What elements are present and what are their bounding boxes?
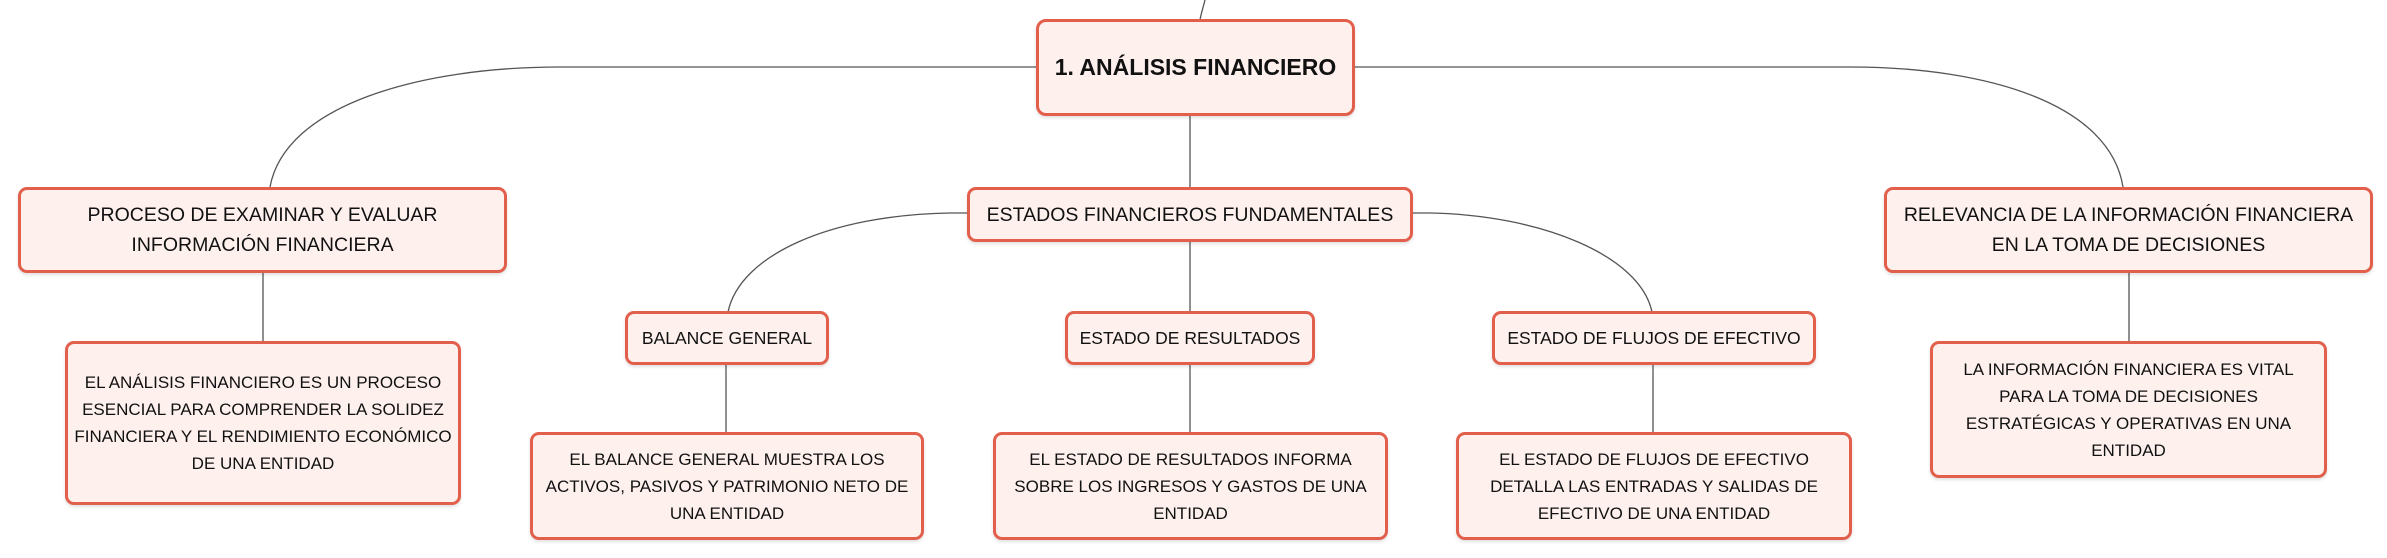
node-proceso-detalle-label: EL ANÁLISIS FINANCIERO ES UN PROCESO ESE…	[74, 373, 452, 473]
node-root[interactable]: 1. ANÁLISIS FINANCIERO	[1036, 19, 1355, 116]
connector-estados-balance	[727, 212, 967, 313]
node-root-label: 1. ANÁLISIS FINANCIERO	[1054, 54, 1337, 80]
node-proceso-label: PROCESO DE EXAMINAR Y EVALUAR INFORMACIÓ…	[87, 204, 438, 256]
connector-root-relevancia	[1355, 66, 2124, 188]
node-resultados-detalle-label: EL ESTADO DE RESULTADOS INFORMA SOBRE LO…	[1014, 449, 1367, 523]
node-relevancia-detalle[interactable]: LA INFORMACIÓN FINANCIERA ES VITAL PARA …	[1930, 341, 2327, 478]
node-balance-label: BALANCE GENERAL	[641, 327, 813, 348]
node-flujos-label: ESTADO DE FLUJOS DE EFECTIVO	[1507, 327, 1801, 348]
node-resultados-label: ESTADO DE RESULTADOS	[1079, 327, 1301, 348]
node-estados-label: ESTADOS FINANCIEROS FUNDAMENTALES	[986, 203, 1394, 226]
node-proceso-detalle[interactable]: EL ANÁLISIS FINANCIERO ES UN PROCESO ESE…	[65, 341, 461, 505]
node-resultados[interactable]: ESTADO DE RESULTADOS	[1065, 311, 1315, 365]
node-estados[interactable]: ESTADOS FINANCIEROS FUNDAMENTALES	[967, 187, 1413, 242]
node-flujos-detalle[interactable]: EL ESTADO DE FLUJOS DE EFECTIVO DETALLA …	[1456, 432, 1852, 540]
node-relevancia-detalle-label: LA INFORMACIÓN FINANCIERA ES VITAL PARA …	[1963, 359, 2294, 460]
node-proceso[interactable]: PROCESO DE EXAMINAR Y EVALUAR INFORMACIÓ…	[18, 187, 507, 273]
node-balance[interactable]: BALANCE GENERAL	[625, 311, 829, 365]
node-balance-detalle-label: EL BALANCE GENERAL MUESTRA LOS ACTIVOS, …	[545, 449, 909, 523]
node-relevancia[interactable]: RELEVANCIA DE LA INFORMACIÓN FINANCIERA …	[1884, 187, 2373, 273]
node-flujos-detalle-label: EL ESTADO DE FLUJOS DE EFECTIVO DETALLA …	[1490, 449, 1818, 523]
connector-root-proceso	[269, 66, 1036, 188]
connector-estados-flujos	[1413, 212, 1653, 313]
node-balance-detalle[interactable]: EL BALANCE GENERAL MUESTRA LOS ACTIVOS, …	[530, 432, 924, 540]
node-resultados-detalle[interactable]: EL ESTADO DE RESULTADOS INFORMA SOBRE LO…	[993, 432, 1388, 540]
node-flujos[interactable]: ESTADO DE FLUJOS DE EFECTIVO	[1492, 311, 1816, 365]
connector-parent-root	[1199, 0, 1206, 21]
node-relevancia-label: RELEVANCIA DE LA INFORMACIÓN FINANCIERA …	[1903, 204, 2354, 256]
